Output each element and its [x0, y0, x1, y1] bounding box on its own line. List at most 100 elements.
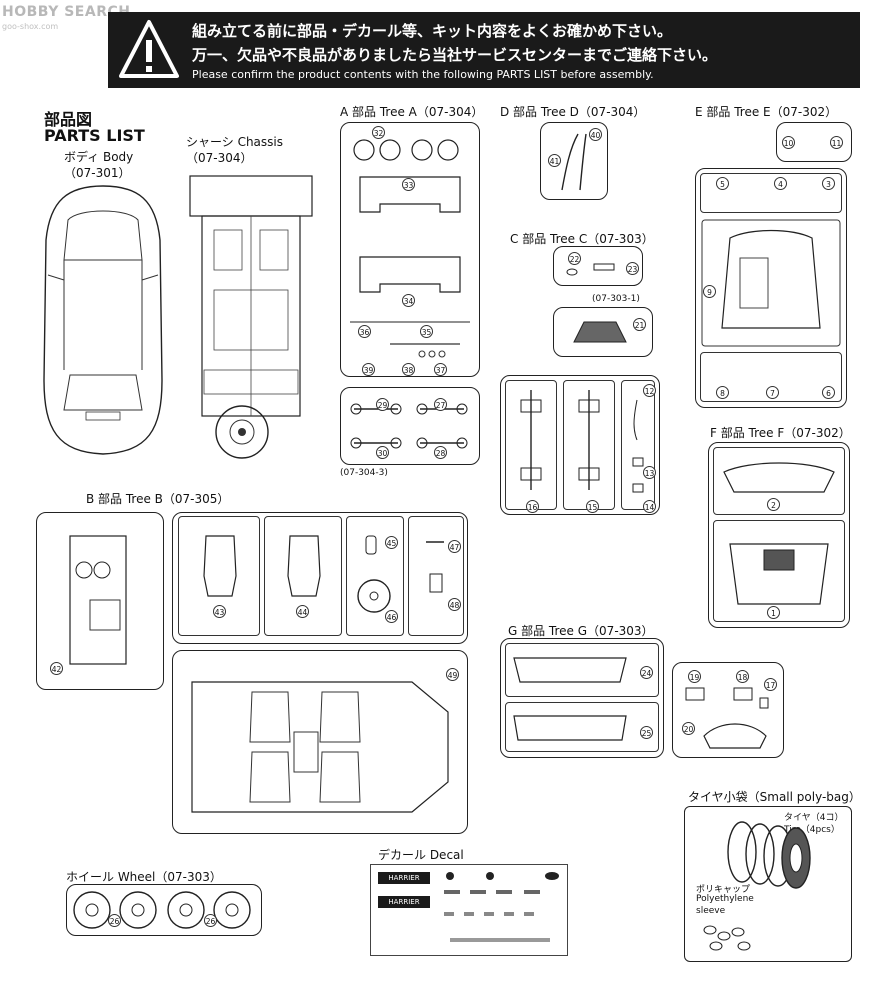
sleeve-label-en-2: sleeve: [696, 906, 726, 916]
tree-e-cell-bottom: [700, 352, 842, 402]
tree-g-side-frame: [672, 662, 784, 758]
tree-e-label: E 部品 Tree E（07-302）: [695, 105, 838, 119]
part-number-17: 17: [764, 678, 777, 691]
part-number-46: 46: [385, 610, 398, 623]
tree-c-label: C 部品 Tree C（07-303）: [510, 232, 654, 246]
tree-b-misc-cell: [408, 516, 464, 636]
tree-b-wheel-cell: [346, 516, 404, 636]
part-number-43: 43: [213, 605, 226, 618]
tire-label-jp: タイヤ（4コ）: [784, 813, 844, 823]
part-number-45: 45: [385, 536, 398, 549]
part-number-13: 13: [643, 466, 656, 479]
tree-a-sub-code: (07-304-3): [340, 468, 388, 478]
part-number-36: 36: [358, 325, 371, 338]
dashboard-part-drawing: [69, 535, 127, 665]
watermark-text: HOBBY SEARCH: [2, 4, 131, 20]
tires-drawing: [727, 821, 811, 889]
part-number-26-b: 26: [204, 914, 217, 927]
part-number-12: 12: [643, 384, 656, 397]
mirror-parts-drawing: [685, 687, 769, 749]
tree-c-sub-code: (07-303-1): [592, 294, 640, 304]
tree-b-seats-frame: [172, 512, 468, 644]
part-number-41: 41: [548, 154, 561, 167]
part-number-42: 42: [50, 662, 63, 675]
chassis-label: シャーシ Chassis: [186, 135, 284, 149]
poly-sleeves-drawing: [703, 925, 751, 951]
tree-side-cell-3: [621, 380, 655, 510]
part-number-9: 9: [703, 285, 716, 298]
decal-marks-drawing: [444, 872, 559, 942]
tree-e-frame: [695, 168, 847, 408]
tree-d-label: D 部品 Tree D（07-304）: [500, 105, 646, 119]
part-number-38: 38: [402, 363, 415, 376]
tree-d-frame: [540, 122, 608, 200]
part-number-44: 44: [296, 605, 309, 618]
sleeve-label-en-1: Polyethylene: [696, 894, 754, 904]
part-number-18: 18: [736, 670, 749, 683]
warning-banner: [108, 12, 860, 88]
tree-b-dash-frame: [36, 512, 164, 690]
part-number-35: 35: [420, 325, 433, 338]
part-number-48: 48: [448, 598, 461, 611]
wheel-frame: [66, 884, 262, 936]
part-number-11: 11: [830, 136, 843, 149]
part-number-21: 21: [633, 318, 646, 331]
part-number-2: 2: [767, 498, 780, 511]
body-code: （07-301）: [64, 166, 131, 180]
tree-a-parts-drawing: [350, 139, 470, 358]
banner-line-3: Please confirm the product contents with…: [192, 68, 654, 81]
part-number-4: 4: [774, 177, 787, 190]
watermark-subtext: goo-shox.com: [2, 22, 59, 31]
part-number-30: 30: [376, 446, 389, 459]
spoiler-part-drawing: [723, 462, 835, 493]
tree-g-cell-top: [505, 643, 659, 697]
part-number-5: 5: [716, 177, 729, 190]
part-number-10: 10: [782, 136, 795, 149]
seats-parts-drawing: [203, 535, 444, 613]
part-number-8: 8: [716, 386, 729, 399]
tree-a-sub-parts-drawing: [350, 403, 468, 449]
part-number-16: 16: [526, 500, 539, 513]
tree-c-frame: [553, 246, 643, 286]
tree-f-frame: [708, 442, 850, 628]
decal-harrier-1: HARRIER: [378, 872, 430, 884]
part-number-14: 14: [643, 500, 656, 513]
tree-e-top-frame: [776, 122, 852, 162]
interior-tub-drawing: [191, 681, 449, 813]
part-number-32: 32: [372, 126, 385, 139]
tree-b-interior-frame: [172, 650, 468, 834]
part-number-29: 29: [376, 398, 389, 411]
banner-line-1: 組み立てる前に部品・デカール等、キット内容をよくお確かめ下さい。: [192, 22, 673, 40]
part-number-28: 28: [434, 446, 447, 459]
part-number-49: 49: [446, 668, 459, 681]
part-number-34: 34: [402, 294, 415, 307]
part-number-22: 22: [568, 252, 581, 265]
warning-triangle-icon: [119, 20, 179, 78]
part-number-15: 15: [586, 500, 599, 513]
part-number-3: 3: [822, 177, 835, 190]
part-number-7: 7: [766, 386, 779, 399]
decal-label: デカール Decal: [378, 848, 464, 862]
polybag-frame: [684, 806, 852, 962]
tree-g-frame: [500, 638, 664, 758]
tree-b-seat-cell-1: [178, 516, 260, 636]
tree-f-cell-top: [713, 447, 845, 515]
banner-line-2: 万一、欠品や不良品がありましたら当社サービスセンターまでご連絡下さい。: [192, 46, 718, 64]
hood-part-drawing: [701, 219, 841, 347]
part-number-19: 19: [688, 670, 701, 683]
part-number-37: 37: [434, 363, 447, 376]
tree-g-cell-bottom: [505, 702, 659, 752]
part-number-23: 23: [626, 262, 639, 275]
wheel-label: ホイール Wheel（07-303）: [66, 870, 222, 884]
chassis-drawing: [189, 175, 313, 459]
tree-e-cell-top: [700, 173, 842, 213]
tree-f-cell-bottom: [713, 520, 845, 622]
part-number-20: 20: [682, 722, 695, 735]
tree-d-parts-drawing: [561, 133, 587, 191]
decal-harrier-2: HARRIER: [378, 896, 430, 908]
sleeve-label-jp: ポリキャップ: [696, 885, 751, 895]
tree-a-label: A 部品 Tree A（07-304）: [340, 105, 484, 119]
tree-g-label: G 部品 Tree G（07-303）: [508, 624, 654, 638]
car-body-drawing: [43, 185, 163, 455]
front-bumper-drawing: [513, 657, 627, 683]
